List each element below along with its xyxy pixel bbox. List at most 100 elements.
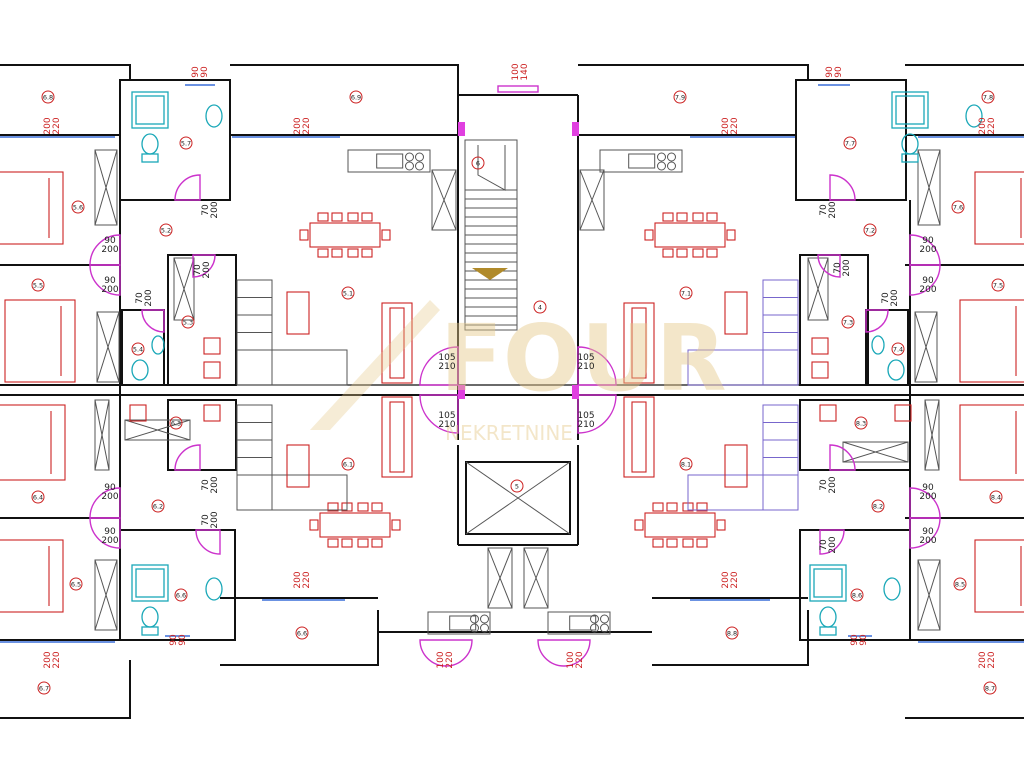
room-tag-circle [31, 278, 45, 292]
dimension-width: 90 [922, 276, 934, 286]
dimension-height: 210 [438, 420, 455, 430]
tv-unit [381, 302, 413, 384]
dimension-width: 90 [922, 236, 934, 246]
watermark-sub: NEKRETNINE [445, 421, 573, 445]
room-tag-label: 8.8 [727, 629, 737, 637]
room-tag-74: 7.4 [891, 342, 905, 356]
room-tag-circle [533, 300, 547, 314]
room-tag-circle [181, 315, 195, 329]
room-tag-label: 6.8 [43, 93, 53, 101]
kitchen-counter [547, 611, 611, 635]
room-tag-circle [71, 200, 85, 214]
door-swing [89, 234, 121, 266]
balcony-door [419, 639, 473, 667]
room-tag-57: 5.7 [179, 136, 193, 150]
dimension-height: 220 [730, 571, 740, 588]
dining-set [634, 502, 726, 548]
room-tag-label: 6.6 [176, 591, 186, 599]
room-tag-66: 6.6 [174, 588, 188, 602]
room-tag-label: 6.4 [33, 493, 43, 501]
dimension-width: 100 [511, 63, 521, 80]
room-tag-label: 8.4 [991, 493, 1001, 501]
entrance-door [419, 346, 459, 386]
wardrobe [96, 311, 120, 383]
room-tag-55: 5.5 [31, 278, 45, 292]
room-tag-52: 5.2 [159, 223, 173, 237]
dimension-width: 100 [436, 651, 446, 668]
electrical-box [811, 337, 829, 355]
door-swing [819, 529, 845, 555]
wardrobe [807, 257, 829, 321]
dimension-height: 200 [210, 511, 220, 528]
room-tag-circle [989, 490, 1003, 504]
room-tag-circle [169, 416, 183, 430]
dimension-width: 70 [201, 479, 211, 491]
room-tag-72: 7.2 [863, 223, 877, 237]
dimension-labels: 9020090200902009020090200902009020090200… [43, 63, 997, 668]
kitchen-counter [427, 611, 491, 635]
electrical-box [129, 404, 147, 422]
door-swing [909, 517, 941, 549]
bathroom-fixtures [131, 564, 223, 636]
room-tag-67: 6.7 [37, 681, 51, 695]
door-swing [174, 444, 201, 471]
dimension-height: 200 [919, 285, 936, 295]
dimension-width: 70 [819, 204, 829, 216]
dining-set [644, 212, 736, 258]
room-tag-71: 7.1 [679, 286, 693, 300]
coffee-table [286, 291, 310, 335]
room-tag-circle [891, 342, 905, 356]
kitchen-counter [347, 149, 431, 173]
doors-layer [89, 122, 941, 667]
door-swing [865, 309, 889, 333]
window [497, 85, 539, 93]
wardrobe [523, 547, 549, 609]
room-tag-circle [341, 286, 355, 300]
dimension-width: 200 [978, 117, 988, 134]
door-swing [89, 264, 121, 296]
entrance-door [577, 394, 617, 434]
room-tag-circle [843, 136, 857, 150]
dimension-width: 70 [819, 479, 829, 491]
room-tag-87: 8.7 [983, 681, 997, 695]
wardrobe [431, 169, 457, 231]
room-tag-circle [871, 499, 885, 513]
tv-unit [381, 396, 413, 478]
dimension-width: 90 [169, 634, 179, 646]
room-tag-53: 5.3 [181, 315, 195, 329]
dimension-height: 210 [577, 362, 594, 372]
electrical-box [819, 404, 837, 422]
toilet [887, 359, 905, 381]
door-swing [192, 254, 216, 278]
dimension-width: 70 [135, 292, 145, 304]
wardrobe [924, 399, 940, 471]
room-tag-76: 7.6 [951, 200, 965, 214]
staircase [464, 139, 518, 331]
electrical-box [203, 404, 221, 422]
wardrobe [173, 257, 195, 321]
door-swing [829, 174, 856, 201]
wardrobe [579, 169, 605, 231]
room-tag-circle [854, 416, 868, 430]
sanitary-layer [131, 91, 983, 636]
room-tag-label: 7.3 [843, 318, 853, 326]
room-tag-circle [679, 457, 693, 471]
room-tag-label: 5.2 [161, 226, 171, 234]
room-tag-circle [983, 681, 997, 695]
dimension-width: 70 [819, 539, 829, 551]
room-tag-label: 8.2 [873, 502, 883, 510]
wardrobe [917, 149, 941, 226]
room-tag-68: 6.8 [41, 90, 55, 104]
